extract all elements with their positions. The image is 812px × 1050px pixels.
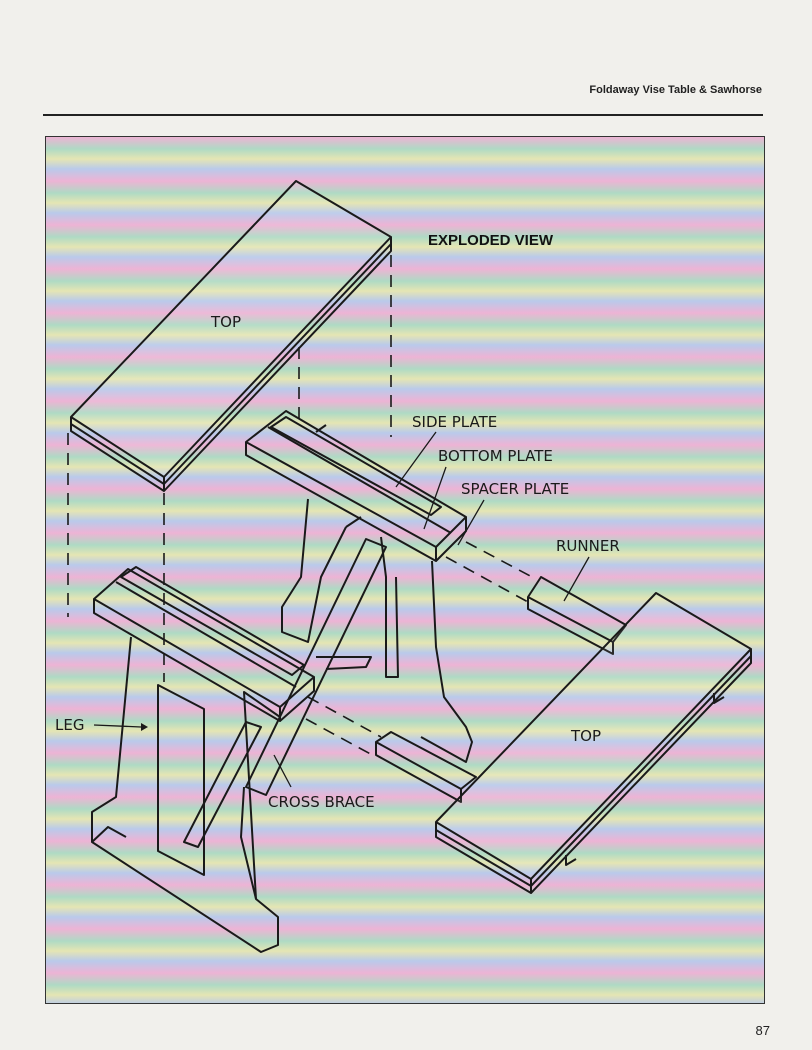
back-sawhorse-rails: [245, 410, 467, 562]
leg-arrow-icon: [141, 723, 148, 731]
label-bottom-plate: BOTTOM PLATE: [438, 447, 553, 465]
running-head: Foldaway Vise Table & Sawhorse: [589, 84, 762, 96]
exploded-view-figure: EXPLODED VIEW TOP SIDE PLATE BOTTOM PLAT…: [45, 136, 765, 1004]
label-leaders: [93, 431, 590, 788]
label-top-upper: TOP: [210, 313, 241, 331]
label-runner: RUNNER: [556, 537, 620, 555]
page-number: 87: [755, 1023, 770, 1038]
label-cross-brace: CROSS BRACE: [268, 793, 375, 811]
exploded-view-drawing: EXPLODED VIEW TOP SIDE PLATE BOTTOM PLAT…: [55, 180, 752, 953]
top-board-lower: [435, 592, 752, 894]
label-top-lower: TOP: [570, 727, 601, 745]
back-sawhorse-legs: [281, 498, 473, 763]
label-side-plate: SIDE PLATE: [412, 413, 497, 431]
assembly-guide-lines: [67, 255, 537, 758]
label-spacer-plate: SPACER PLATE: [461, 480, 569, 498]
top-board-upper: [70, 180, 392, 492]
header-rule: [43, 114, 763, 116]
front-sawhorse-leg: [91, 636, 281, 953]
label-leg: LEG: [55, 716, 84, 734]
figure-title: EXPLODED VIEW: [428, 232, 554, 249]
front-sawhorse-rails: [93, 566, 315, 722]
cross-brace: [183, 538, 387, 848]
